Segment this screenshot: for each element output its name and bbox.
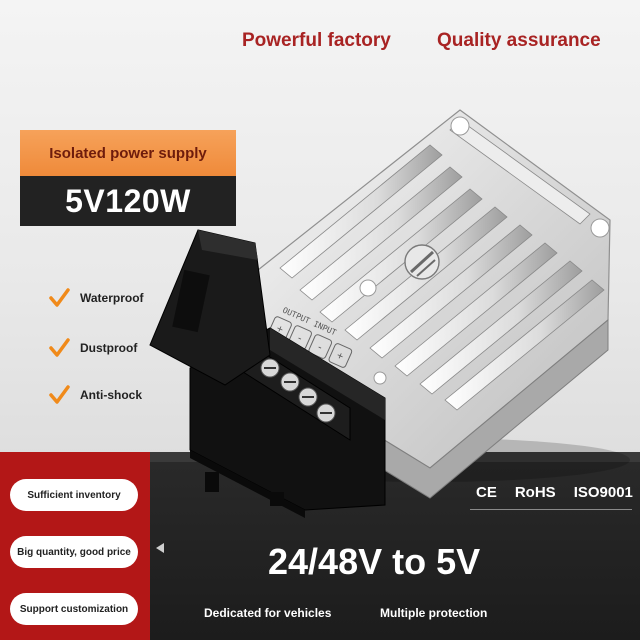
terminal-screws bbox=[260, 358, 336, 423]
tagline-powerful-factory: Powerful factory bbox=[242, 30, 391, 51]
cert-iso9001: ISO9001 bbox=[573, 484, 633, 501]
service-big-quantity: Big quantity, good price bbox=[10, 536, 138, 568]
tagline-quality-assurance: Quality assurance bbox=[437, 30, 601, 51]
arrow-left-icon bbox=[156, 543, 164, 553]
feature-label: Anti-shock bbox=[80, 388, 143, 402]
highlight-protection: Multiple protection bbox=[380, 606, 488, 620]
service-customization: Support customization bbox=[10, 593, 138, 625]
voltage-conversion-title: 24/48V to 5V bbox=[268, 541, 481, 582]
power-type-badge: Isolated power supply bbox=[20, 130, 236, 176]
checkmark-icon bbox=[49, 288, 70, 307]
terminal-block bbox=[149, 229, 386, 518]
checkmark-icon bbox=[49, 385, 70, 404]
cert-underline bbox=[470, 509, 632, 510]
feature-waterproof: Waterproof bbox=[48, 286, 144, 310]
checkmark-icon bbox=[49, 338, 70, 357]
feature-label: Waterproof bbox=[80, 291, 144, 305]
dc-converter-illustration: OUTPUT INPUT + - - + bbox=[149, 109, 630, 518]
cert-rohs: RoHS bbox=[514, 484, 556, 501]
service-sufficient-inventory: Sufficient inventory bbox=[10, 479, 138, 511]
terminal-sign: - bbox=[316, 341, 325, 354]
highlight-vehicles: Dedicated for vehicles bbox=[204, 606, 332, 620]
certification-list: CE RoHS ISO9001 bbox=[476, 484, 633, 501]
terminal-sign: + bbox=[335, 350, 346, 364]
dark-bottom-panel bbox=[150, 452, 640, 640]
terminal-sign: - bbox=[296, 332, 305, 345]
feature-dustproof: Dustproof bbox=[48, 336, 137, 360]
power-rating-badge: 5V120W bbox=[20, 176, 236, 226]
cert-ce: CE bbox=[476, 484, 497, 501]
brand-logo-mark bbox=[404, 244, 440, 280]
terminal-sign: + bbox=[274, 323, 285, 337]
feature-label: Dustproof bbox=[80, 341, 138, 355]
feature-anti-shock: Anti-shock bbox=[48, 383, 142, 407]
